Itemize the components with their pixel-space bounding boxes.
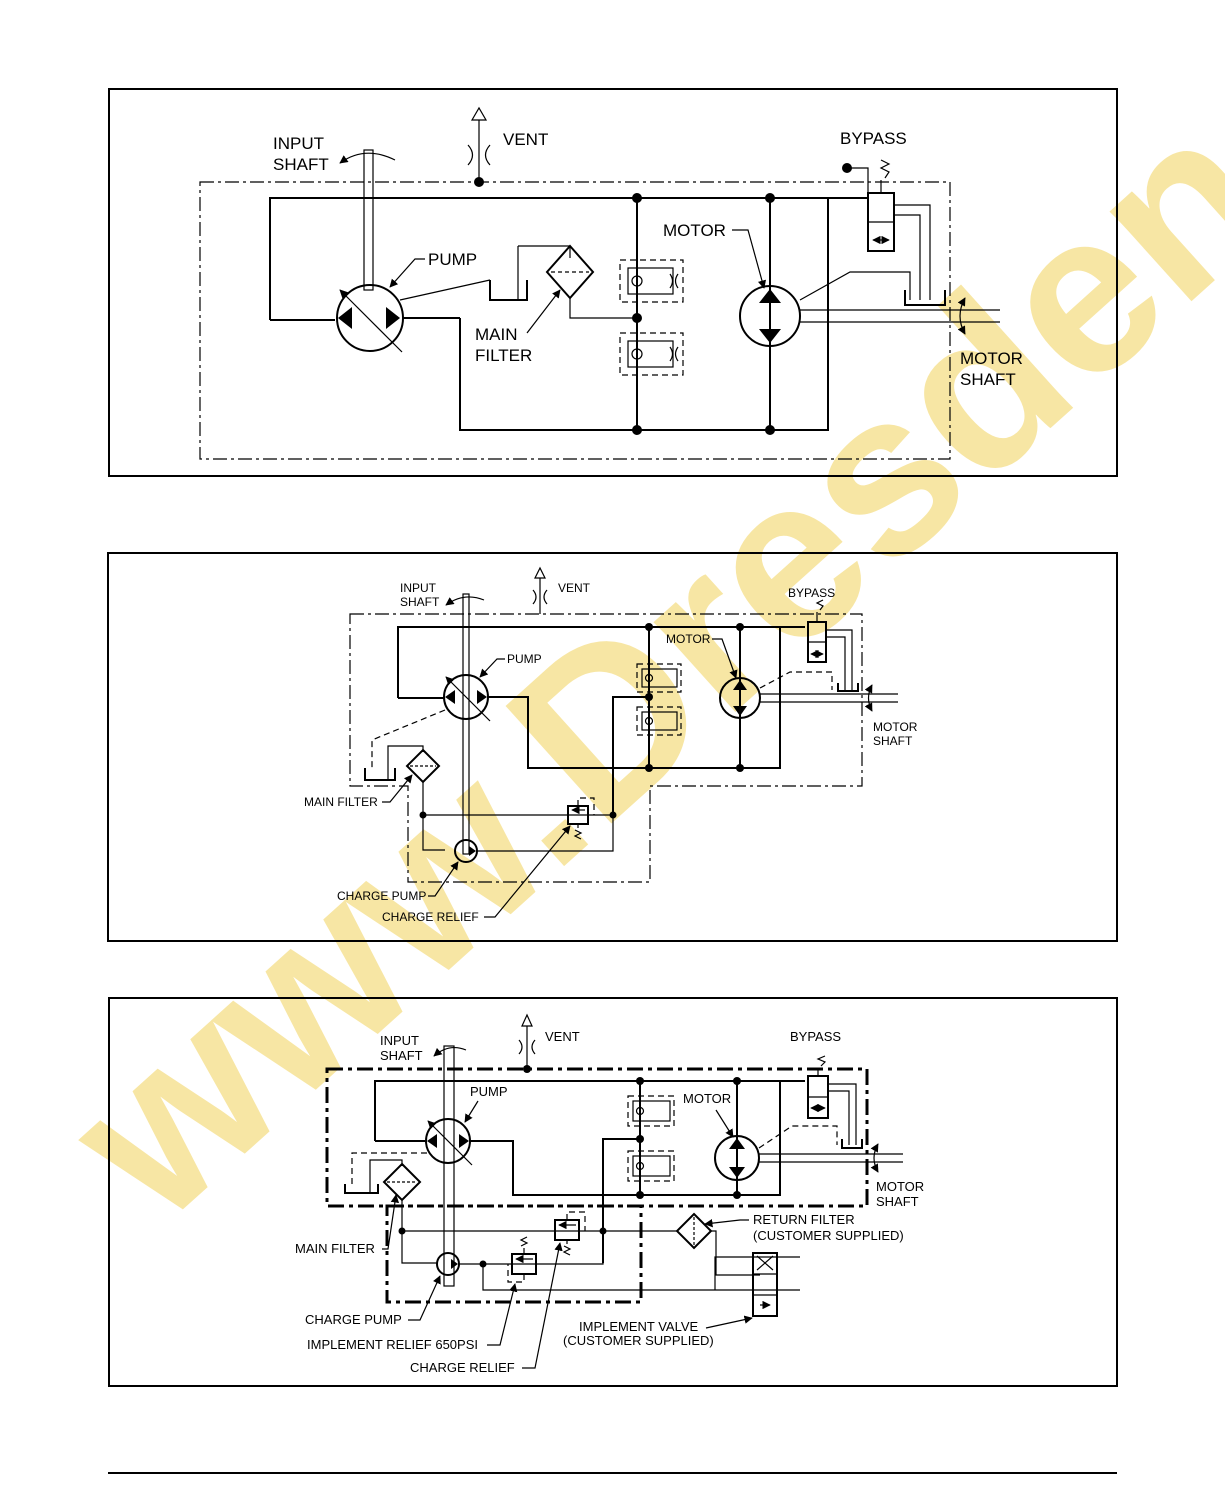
label-charge-relief-d3: CHARGE RELIEF (410, 1360, 515, 1375)
charge-relief-valve-3 (554, 1219, 580, 1241)
motor-icon-2 (719, 677, 761, 719)
label-motor-shaft-d2-2: SHAFT (873, 734, 913, 748)
label-bypass-d2: BYPASS (788, 586, 835, 600)
label-input-shaft-d3-2: SHAFT (380, 1048, 423, 1063)
label-main-filter-d2: MAIN FILTER (304, 795, 378, 809)
label-main-filter-d3: MAIN FILTER (295, 1241, 375, 1256)
motor-icon (739, 285, 801, 347)
label-return-filter: RETURN FILTER (753, 1212, 855, 1227)
label-input-shaft-d2-2: SHAFT (400, 595, 440, 609)
diagram-1: INPUT SHAFT VENT BYPASS PUMP MOTOR MAIN … (108, 88, 1118, 477)
label-return-filter-2: (CUSTOMER SUPPLIED) (753, 1228, 904, 1243)
label-input-shaft: INPUT (273, 134, 324, 153)
motor-icon-3 (714, 1135, 760, 1181)
label-implement-valve-2: (CUSTOMER SUPPLIED) (563, 1333, 714, 1348)
label-vent-d3: VENT (545, 1029, 580, 1044)
label-motor-d3: MOTOR (683, 1091, 731, 1106)
diagram-3-frame (108, 997, 1118, 1387)
label-charge-relief-d2: CHARGE RELIEF (382, 910, 479, 924)
label-charge-pump-d3: CHARGE PUMP (305, 1312, 402, 1327)
label-motor-shaft: MOTOR (960, 349, 1023, 368)
implement-valve (752, 1252, 778, 1317)
label-main-filter: MAIN (475, 325, 518, 344)
diagram-1-frame (108, 88, 1118, 477)
label-bypass-d3: BYPASS (790, 1029, 841, 1044)
label-pump-d3: PUMP (470, 1084, 508, 1099)
diagram-2-frame (107, 552, 1118, 942)
label-charge-pump-d2: CHARGE PUMP (337, 889, 426, 903)
label-motor-shaft-d3: MOTOR (876, 1179, 924, 1194)
diagram-2: INPUT SHAFT VENT BYPASS PUMP MOTOR MOTOR… (107, 552, 1118, 942)
label-vent: VENT (503, 130, 548, 149)
label-motor-d2: MOTOR (666, 632, 711, 646)
label-pump-d2: PUMP (507, 652, 542, 666)
label-motor-shaft-2: SHAFT (960, 370, 1016, 389)
label-input-shaft-2: SHAFT (273, 155, 329, 174)
label-motor: MOTOR (663, 221, 726, 240)
label-input-shaft-d3: INPUT (380, 1033, 419, 1048)
label-motor-shaft-d3-2: SHAFT (876, 1194, 919, 1209)
label-bypass: BYPASS (840, 129, 907, 148)
label-main-filter-2: FILTER (475, 346, 532, 365)
label-vent-d2: VENT (558, 581, 591, 595)
label-motor-shaft-d2: MOTOR (873, 720, 918, 734)
label-implement-valve: IMPLEMENT VALVE (579, 1319, 699, 1334)
watermark: www.Dresden (20, 63, 1225, 1267)
label-implement-relief: IMPLEMENT RELIEF 650PSI (307, 1337, 478, 1352)
label-pump: PUMP (428, 250, 477, 269)
diagram-3: INPUT SHAFT VENT BYPASS PUMP MOTOR MOTOR… (108, 997, 1118, 1387)
label-input-shaft-d2: INPUT (400, 581, 437, 595)
